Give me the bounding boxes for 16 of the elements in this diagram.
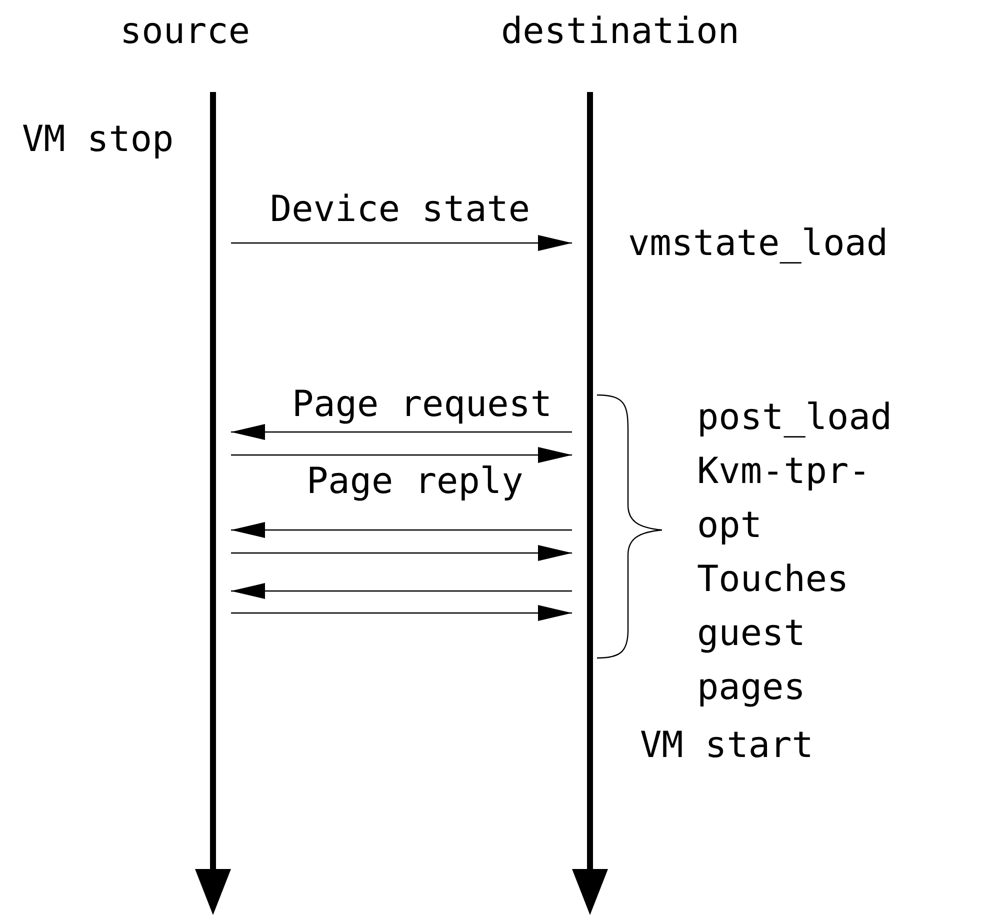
side-note: VM stop — [22, 120, 174, 160]
message-label: Page request — [292, 385, 552, 425]
lifeline-header: source — [120, 12, 250, 52]
message-arrow — [231, 424, 572, 440]
message-arrow — [231, 235, 572, 251]
lifeline-header: destination — [501, 12, 740, 52]
message-arrow — [231, 522, 572, 538]
side-note: vmstate_load — [628, 224, 888, 264]
message-label: Device state — [270, 190, 530, 230]
message-arrow — [231, 583, 572, 599]
message-arrow — [231, 447, 572, 463]
message-label: Page reply — [306, 462, 524, 502]
message-arrow — [231, 605, 572, 621]
message-arrow — [231, 545, 572, 561]
annotation-text: post_load Kvm-tpr-opt Touches guest pages — [697, 396, 894, 710]
side-note: VM start — [640, 726, 814, 766]
